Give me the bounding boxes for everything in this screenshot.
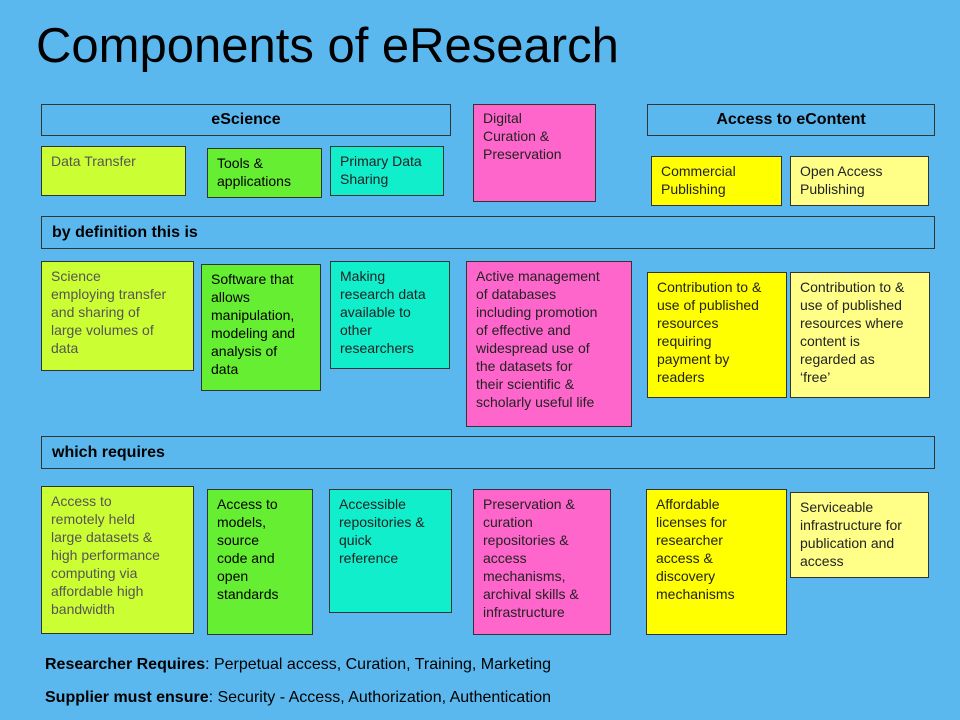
supplier-ensure-label: Supplier must ensure [45, 689, 209, 706]
tools-applications-box: Tools & applications [207, 148, 322, 198]
requires-bar: which requires [41, 436, 935, 469]
accessible-repositories-box: Accessible repositories & quick referenc… [329, 489, 452, 613]
supplier-ensure-text: : Security - Access, Authorization, Auth… [208, 689, 551, 706]
active-management-box: Active management of databases including… [466, 261, 632, 427]
page-title: Components of eResearch [36, 19, 619, 73]
definition-bar: by definition this is [41, 216, 935, 249]
access-remote-box: Access to remotely held large datasets &… [41, 486, 194, 634]
access-models-box: Access to models, source code and open s… [207, 489, 313, 635]
contribution-paid-box: Contribution to & use of published resou… [647, 272, 787, 398]
researcher-requires-label: Researcher Requires [45, 656, 206, 673]
digital-curation-header: Digital Curation & Preservation [473, 104, 596, 202]
science-definition-box: Science employing transfer and sharing o… [41, 261, 194, 371]
affordable-licenses-box: Affordable licenses for researcher acces… [646, 489, 787, 635]
open-access-publishing-box: Open Access Publishing [790, 156, 929, 206]
primary-data-sharing-box: Primary Data Sharing [330, 146, 444, 196]
commercial-publishing-box: Commercial Publishing [651, 156, 782, 206]
contribution-free-box: Contribution to & use of published resou… [790, 272, 930, 398]
escience-header: eScience [41, 104, 451, 136]
serviceable-infrastructure-box: Serviceable infrastructure for publicati… [790, 492, 929, 578]
supplier-ensure-line: Supplier must ensure: Security - Access,… [45, 689, 551, 707]
making-data-available-box: Making research data available to other … [330, 261, 450, 369]
data-transfer-box: Data Transfer [41, 146, 186, 196]
access-econtent-header: Access to eContent [647, 104, 935, 136]
researcher-requires-text: : Perpetual access, Curation, Training, … [205, 656, 552, 673]
software-definition-box: Software that allows manipulation, model… [201, 264, 321, 391]
researcher-requires-line: Researcher Requires: Perpetual access, C… [45, 656, 551, 674]
preservation-box: Preservation & curation repositories & a… [473, 489, 611, 635]
